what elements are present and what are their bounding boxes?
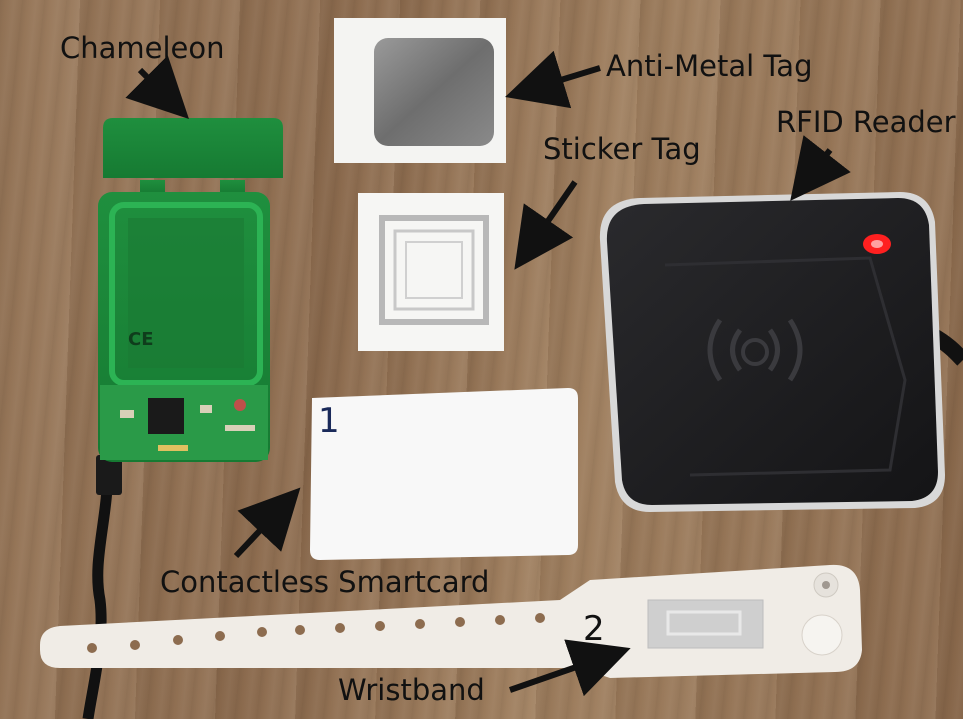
wristband: 2 [40, 564, 862, 678]
arrow-anti-metal [505, 50, 601, 109]
usb-cable [82, 464, 114, 719]
card-handwritten-number: 1 [318, 401, 340, 441]
label-sticker-tag: Sticker Tag [543, 132, 701, 166]
label-contactless-smartcard: Contactless Smartcard [160, 565, 490, 599]
ce-mark: CE [128, 329, 154, 350]
contactless-smartcard: 1 [310, 388, 578, 560]
arrow-smartcard [233, 487, 301, 559]
label-wristband: Wristband [338, 673, 485, 707]
rfid-reader [599, 192, 963, 512]
usb-plug [96, 455, 122, 495]
annotation-arrows [125, 50, 851, 697]
label-chameleon: Chameleon [60, 31, 225, 65]
arrow-sticker [514, 180, 578, 270]
label-anti-metal-tag: Anti-Metal Tag [606, 49, 813, 83]
arrow-rfid-reader [790, 135, 851, 201]
sticker-tag [358, 193, 504, 351]
arrow-wristband [509, 639, 631, 697]
arrow-chameleon [125, 55, 189, 119]
anti-metal-tag [334, 18, 506, 163]
chameleon-device: CE [98, 118, 283, 462]
label-rfid-reader: RFID Reader [776, 105, 956, 139]
wristband-handwritten-number: 2 [583, 609, 605, 649]
